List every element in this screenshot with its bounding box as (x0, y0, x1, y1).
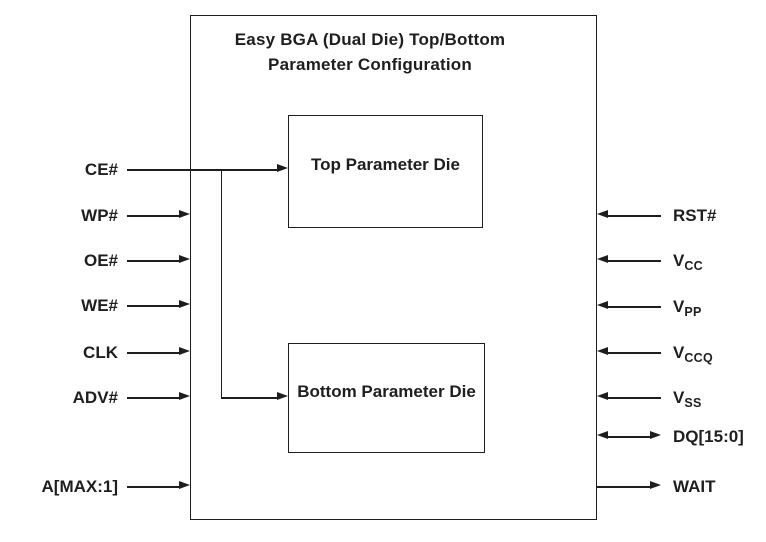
arrowhead-ce-icon (277, 164, 288, 172)
arrowhead-adv-icon (179, 392, 190, 400)
signal-label-vcc: VCC (673, 251, 703, 273)
top-parameter-die-block: Top Parameter Die (288, 115, 483, 228)
arrowhead-vccq-icon (597, 347, 608, 355)
arrowhead-rst-icon (597, 210, 608, 218)
signal-line-wp (127, 215, 180, 217)
signal-label-adv: ADV# (72, 388, 118, 407)
signal-label-rst: RST# (673, 206, 717, 225)
signal-label-vpp: VPP (673, 297, 702, 319)
arrowhead-clk-icon (179, 347, 190, 355)
signal-line-vpp (607, 306, 661, 308)
arrowhead-ce-bottom-icon (277, 392, 288, 400)
bottom-parameter-die-block: Bottom Parameter Die (288, 343, 485, 453)
arrowhead-vss-icon (597, 392, 608, 400)
signal-label-vccq: VCCQ (673, 343, 714, 365)
signal-line-vccq (607, 352, 661, 354)
signal-label-wait: WAIT (673, 477, 716, 496)
signal-line-oe (127, 260, 180, 262)
signal-line-adv (127, 397, 180, 399)
signal-label-amax: A[MAX:1] (41, 477, 119, 496)
arrowhead-dq-right-icon (650, 431, 661, 439)
signal-label-we: WE# (81, 296, 118, 315)
signal-line-wait (597, 486, 651, 488)
signal-line-vss (607, 397, 661, 399)
signal-line-vcc (607, 260, 661, 262)
signal-label-wp: WP# (81, 206, 118, 225)
arrowhead-oe-icon (179, 255, 190, 263)
signal-line-rst (607, 215, 661, 217)
signal-line-we (127, 305, 180, 307)
arrowhead-wait-icon (650, 481, 661, 489)
arrowhead-wp-icon (179, 210, 190, 218)
diagram-title-line1: Easy BGA (Dual Die) Top/Bottom (234, 30, 506, 49)
signal-label-clk: CLK (83, 343, 118, 362)
signal-line-ce (127, 169, 278, 171)
arrowhead-we-icon (179, 300, 190, 308)
arrowhead-vcc-icon (597, 255, 608, 263)
ce-branch-horizontal-line (221, 397, 278, 399)
signal-line-dq (607, 436, 651, 438)
diagram-title: Easy BGA (Dual Die) Top/Bottom Parameter… (190, 27, 550, 77)
bottom-parameter-die-label: Bottom Parameter Die (297, 381, 476, 401)
top-parameter-die-label: Top Parameter Die (311, 155, 460, 174)
signal-line-clk (127, 352, 180, 354)
ce-branch-vertical-line (220, 169, 223, 399)
signal-label-oe: OE# (83, 251, 118, 270)
diagram-title-line2: Parameter Configuration (268, 55, 472, 74)
arrowhead-dq-left-icon (597, 431, 608, 439)
signal-label-dq: DQ[15:0] (673, 427, 744, 446)
arrowhead-vpp-icon (597, 301, 608, 309)
signal-label-vss: VSS (673, 388, 702, 410)
signal-line-amax (127, 486, 180, 488)
arrowhead-amax-icon (179, 481, 190, 489)
signal-label-ce: CE# (84, 160, 118, 179)
